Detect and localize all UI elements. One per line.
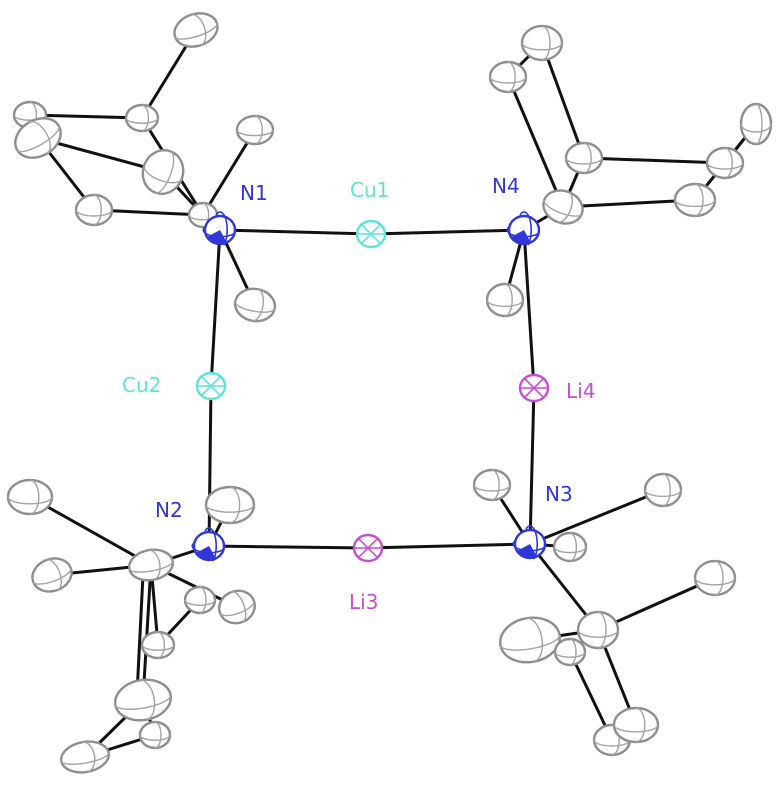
bond-Cu1-N4 — [369, 228, 526, 236]
carbon-atom-p — [542, 189, 584, 225]
carbon-atom-b — [235, 114, 275, 146]
bond-d-c — [28, 113, 144, 120]
bond-N1-Cu1 — [218, 228, 373, 236]
carbon-atom-r — [6, 478, 54, 516]
carbon-atom-e — [14, 117, 62, 159]
carbon-atom-ab — [472, 468, 512, 502]
atom-Li4 — [518, 373, 550, 403]
bond-N1-Cu2 — [209, 228, 222, 388]
carbon-atom-u — [31, 557, 73, 593]
carbon-atom-q — [485, 282, 525, 318]
carbon-atom-ah — [553, 637, 587, 667]
carbon-atom-g — [74, 193, 114, 227]
label-N1: N1 — [240, 181, 268, 205]
label-Li4: Li4 — [566, 379, 595, 403]
bond-t-r — [28, 495, 153, 567]
atom-Cu2 — [195, 371, 227, 401]
carbon-atom-f — [141, 149, 185, 195]
bond-ag-ae — [596, 576, 717, 632]
bond-Li4-N3 — [528, 386, 536, 546]
carbon-atom-i — [233, 287, 277, 323]
atom-labels-layer: N1 Cu1 N4 Cu2 Li4 N2 N3 Li3 — [122, 174, 595, 614]
carbon-atom-af — [499, 616, 561, 664]
carbon-atom-a — [173, 12, 219, 48]
label-N3: N3 — [545, 482, 573, 506]
bond-o-p — [561, 198, 697, 209]
atom-N4 — [506, 211, 541, 246]
bond-Li3-N3 — [366, 542, 532, 550]
carbon-atom-aj — [612, 706, 660, 744]
bond-N3-ad — [528, 488, 665, 546]
heavy-atoms-layer — [191, 211, 550, 563]
carbon-atom-k — [488, 60, 528, 94]
carbon-atoms-layer — [6, 12, 773, 774]
bond-p-k — [506, 75, 565, 209]
atom-Cu1 — [355, 219, 387, 249]
label-N2: N2 — [155, 498, 183, 522]
carbon-atom-ad — [643, 472, 683, 508]
carbon-atom-v — [183, 585, 217, 615]
carbon-atom-o — [673, 182, 717, 218]
carbon-atom-c — [124, 103, 160, 133]
atom-N3 — [512, 525, 547, 560]
bond-Cu2-N2 — [207, 384, 213, 548]
carbon-atom-s — [204, 485, 256, 525]
bond-h-b — [201, 128, 257, 217]
bond-t-y-double — [135, 573, 145, 696]
carbon-atom-y — [114, 678, 172, 722]
carbon-atom-n — [705, 146, 745, 180]
bond-l-j — [540, 41, 586, 160]
carbon-atom-x — [140, 630, 176, 660]
carbon-atom-l — [564, 141, 604, 175]
carbon-atom-j — [520, 24, 564, 62]
atom-Li3 — [352, 533, 384, 563]
bond-N4-Li4 — [522, 228, 536, 390]
atom-N1 — [202, 211, 237, 246]
bond-l-n — [582, 156, 727, 165]
carbon-atom-m — [739, 102, 773, 146]
carbon-atom-z — [138, 720, 172, 750]
label-N4: N4 — [492, 174, 520, 198]
label-Cu2: Cu2 — [122, 373, 161, 397]
carbon-atom-aa — [60, 740, 110, 774]
carbon-atom-w — [218, 589, 256, 625]
atom-N2 — [191, 527, 226, 562]
carbon-atom-t — [127, 548, 175, 582]
label-Cu1: Cu1 — [350, 178, 389, 202]
carbon-atom-ae — [693, 559, 737, 597]
bond-t-y — [141, 563, 153, 702]
carbon-atom-ag — [576, 610, 620, 650]
label-Li3: Li3 — [349, 590, 378, 614]
carbon-atom-ac — [552, 531, 588, 563]
bond-N2-Li3 — [207, 544, 370, 550]
